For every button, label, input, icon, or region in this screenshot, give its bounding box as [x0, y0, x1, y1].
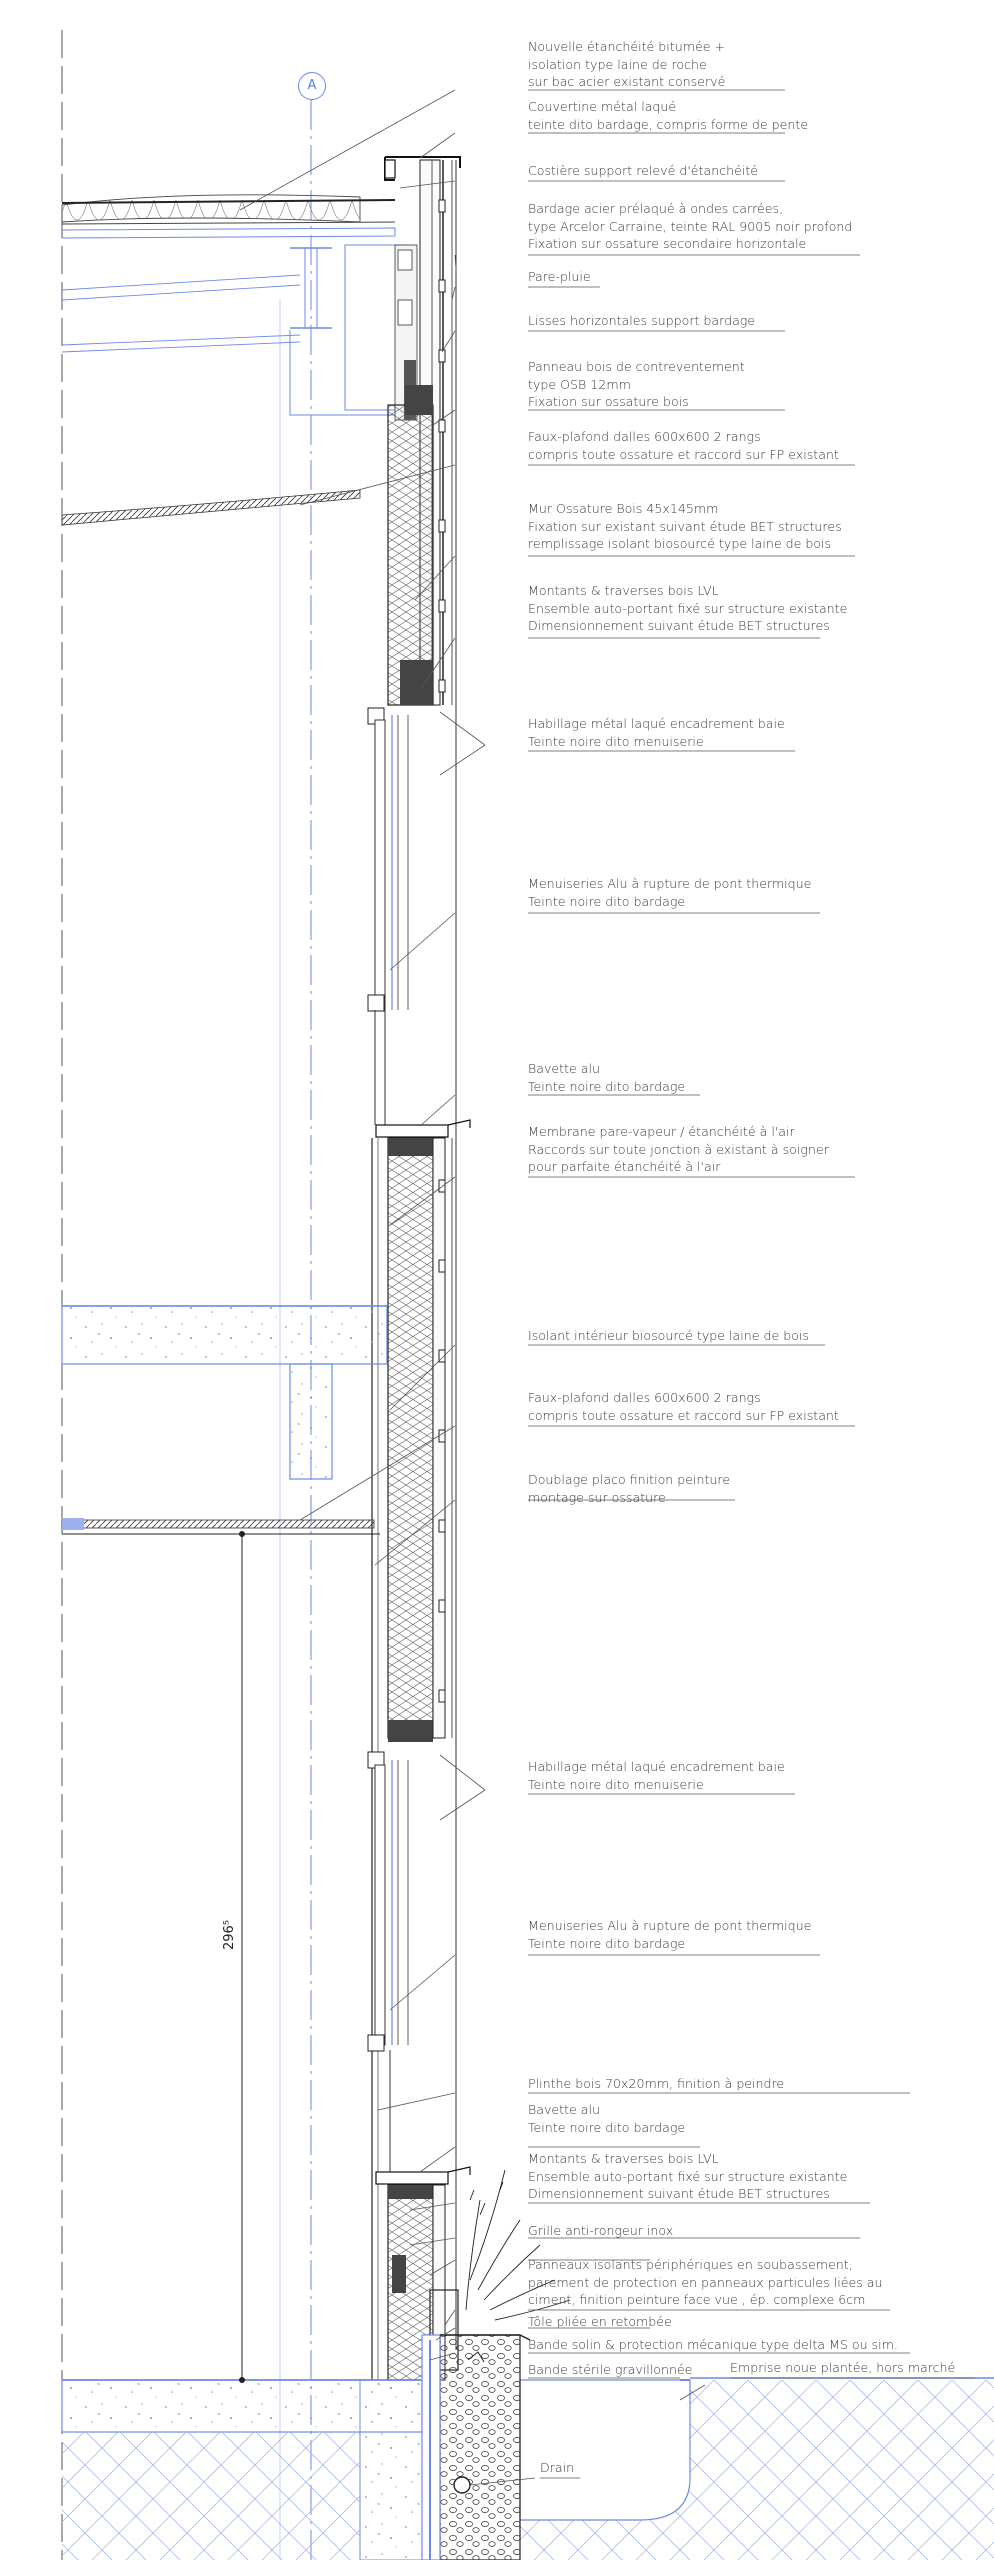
- annotation-25: Tôle pliée en retombée: [528, 2313, 672, 2331]
- annotation-line: Dimensionnement suivant étude BET struct…: [528, 2186, 830, 2202]
- annotation-line: Bavette alu: [528, 2102, 600, 2117]
- dimension-label: 296⁵: [222, 1919, 237, 1950]
- annotation-line: Pare-pluie: [528, 269, 591, 284]
- annotation-24: Panneaux isolants périphériques en souba…: [528, 2256, 883, 2309]
- annotation-line: Bavette alu: [528, 1061, 600, 1076]
- annotation-line: Teinte noire dito bardage: [528, 2119, 686, 2135]
- annotation-line: Nouvelle étanchéité bitumée +: [528, 39, 726, 54]
- annotation-line: compris toute ossature et raccord sur FP…: [528, 1407, 839, 1423]
- annotation-line: Montants & traverses bois LVL: [528, 583, 719, 598]
- annotation-line: Teinte noire dito bardage: [528, 893, 686, 909]
- annotation-23: Grille anti-rongeur inox: [528, 2222, 673, 2240]
- annotation-line: Teinte noire dito bardage: [528, 1935, 686, 1951]
- annotation-line: Bardage acier prélaqué à ondes carrées,: [528, 201, 784, 216]
- annotation-26: Bande solin & protection mécanique type …: [528, 2336, 898, 2354]
- annotation-line: Plinthe bois 70x20mm, finition à peindre: [528, 2076, 785, 2091]
- annotation-line: Fixation sur ossature secondaire horizon…: [528, 236, 807, 252]
- annotation-line: Menuiseries Alu à rupture de pont thermi…: [528, 876, 812, 891]
- annotation-line: Bande solin & protection mécanique type …: [528, 2337, 898, 2352]
- annotation-line: teinte dito bardage, compris forme de pe…: [528, 116, 809, 132]
- annotation-line: isolation type laine de roche: [528, 56, 707, 72]
- annotation-line: Tôle pliée en retombée: [528, 2314, 672, 2329]
- annotation-line: type OSB 12mm: [528, 376, 631, 392]
- annotation-5: Pare-pluie: [528, 268, 591, 286]
- annotation-line: compris toute ossature et raccord sur FP…: [528, 446, 839, 462]
- annotation-line: Membrane pare-vapeur / étanchéité à l'ai…: [528, 1124, 795, 1139]
- annotation-line: Dimensionnement suivant étude BET struct…: [528, 618, 830, 634]
- emprise-label: Emprise noue plantée, hors marché: [730, 2360, 956, 2375]
- annotation-7: Panneau bois de contreventement type OSB …: [528, 358, 745, 411]
- annotation-line: Montants & traverses bois LVL: [528, 2151, 719, 2166]
- annotation-20: Plinthe bois 70x20mm, finition à peindre: [528, 2075, 784, 2093]
- annotation-line: Fixation sur ossature bois: [528, 394, 689, 410]
- annotation-line: Teinte noire dito bardage: [528, 1078, 686, 1094]
- annotation-line: Faux-plafond dalles 600x600 2 rangs: [528, 429, 761, 444]
- annotation-line: Faux-plafond dalles 600x600 2 rangs: [528, 1390, 761, 1405]
- annotation-line: Bande stérile gravillonnée: [528, 2362, 693, 2377]
- annotation-14: Membrane pare-vapeur / étanchéité à l'ai…: [528, 1123, 829, 1176]
- annotation-line: Doublage placo finition peinture: [528, 1472, 731, 1487]
- annotation-line: remplissage isolant biosourcé type laine…: [528, 536, 832, 552]
- annotation-line: Habillage métal laqué encadrement baie: [528, 1759, 785, 1774]
- annotation-line: ciment, finition peinture face vue , ép.…: [528, 2292, 866, 2308]
- annotation-line: pour parfaite étanchéité à l'air: [528, 1159, 721, 1175]
- annotation-16: Faux-plafond dalles 600x600 2 rangs compr…: [528, 1389, 839, 1424]
- annotation-4: Bardage acier prélaqué à ondes carrées, t…: [528, 200, 852, 253]
- annotation-line: type Arcelor Carraine, teinte RAL 9005 n…: [528, 218, 853, 234]
- axis-a-badge: A: [298, 72, 326, 100]
- annotation-line: Teinte noire dito menuiserie: [528, 733, 704, 749]
- annotation-line: Fixation sur existant suivant étude BET …: [528, 518, 842, 534]
- annotation-10: Montants & traverses bois LVL Ensemble au…: [528, 582, 847, 635]
- annotation-12: Menuiseries Alu à rupture de pont thermi…: [528, 875, 811, 910]
- annotation-line: Panneau bois de contreventement: [528, 359, 745, 374]
- annotation-line: Couvertine métal laqué: [528, 99, 677, 114]
- annotation-8: Faux-plafond dalles 600x600 2 rangs compr…: [528, 428, 839, 463]
- annotation-2: Couvertine métal laqué teinte dito bardag…: [528, 98, 808, 133]
- annotation-line: sur bac acier existant conservé: [528, 74, 726, 90]
- drain-label: Drain: [540, 2460, 575, 2475]
- annotation-3: Costière support relevé d'étanchéité: [528, 162, 758, 180]
- annotation-line: Mur Ossature Bois 45x145mm: [528, 501, 719, 516]
- annotation-line: Ensemble auto-portant fixé sur structure…: [528, 600, 848, 616]
- annotation-line: Raccords sur toute jonction à existant à…: [528, 1141, 829, 1157]
- annotation-line: montage sur ossature: [528, 1489, 666, 1505]
- annotation-line: Costière support relevé d'étanchéité: [528, 163, 759, 178]
- annotation-22: Montants & traverses bois LVL Ensemble au…: [528, 2150, 847, 2203]
- annotation-line: Panneaux isolants périphériques en souba…: [528, 2257, 853, 2272]
- annotation-line: Menuiseries Alu à rupture de pont thermi…: [528, 1918, 812, 1933]
- annotation-line: Ensemble auto-portant fixé sur structure…: [528, 2168, 848, 2184]
- annotation-27: Bande stérile gravillonnée: [528, 2361, 692, 2379]
- annotation-line: parement de protection en panneaux parti…: [528, 2274, 883, 2290]
- annotation-line: Grille anti-rongeur inox: [528, 2223, 674, 2238]
- annotation-line: Habillage métal laqué encadrement baie: [528, 716, 785, 731]
- annotation-line: Lisses horizontales support bardage: [528, 313, 756, 328]
- annotation-15: Isolant intérieur biosourcé type laine d…: [528, 1327, 809, 1345]
- annotation-19: Menuiseries Alu à rupture de pont thermi…: [528, 1917, 811, 1952]
- annotation-line: Isolant intérieur biosourcé type laine d…: [528, 1328, 809, 1343]
- annotation-17: Doublage placo finition peinture montage …: [528, 1471, 730, 1506]
- annotation-1: Nouvelle étanchéité bitumée + isolation t…: [528, 38, 725, 91]
- annotation-line: Teinte noire dito menuiserie: [528, 1776, 704, 1792]
- annotation-6: Lisses horizontales support bardage: [528, 312, 755, 330]
